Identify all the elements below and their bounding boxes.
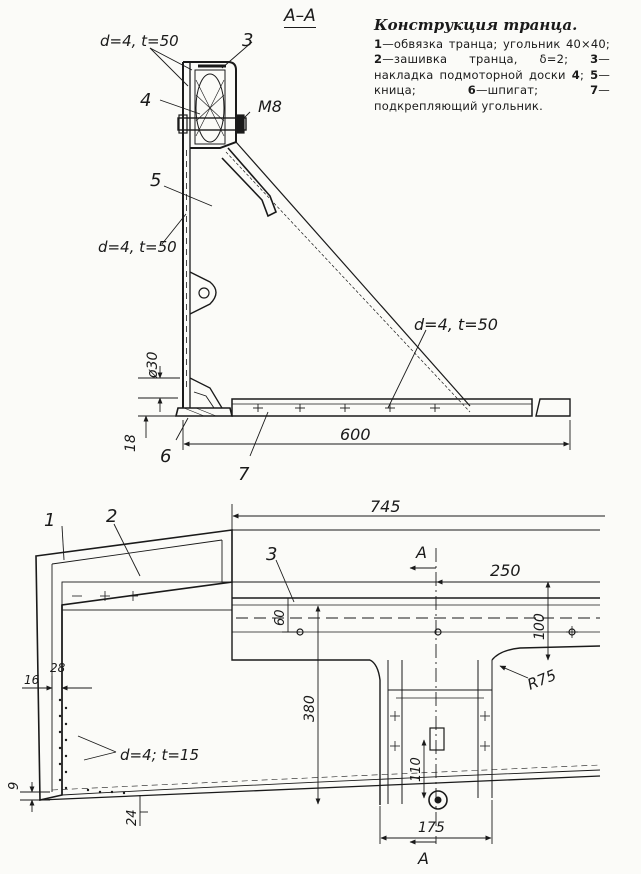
label-part-3: 3 bbox=[242, 30, 253, 51]
dim-250-label: 250 bbox=[490, 561, 521, 580]
caption-item-3-num: 3 bbox=[590, 52, 599, 66]
m8-bolt bbox=[177, 114, 247, 134]
section-view: d=4, t=50 3 4 M8 5 d=4, t=50 d=4, t=50 6… bbox=[98, 30, 571, 485]
section-label-a-a: А–А bbox=[284, 6, 316, 28]
label-part-1: 1 bbox=[44, 510, 55, 531]
reinforcing-angle bbox=[231, 398, 571, 417]
dim-9-label: 9 bbox=[7, 782, 22, 790]
figure-caption: Конструкция транца. 1—обвязка транца; уг… bbox=[374, 16, 610, 115]
dim-hole-18 bbox=[138, 366, 180, 438]
transom-wall bbox=[182, 62, 191, 408]
label-part-2: 2 bbox=[106, 506, 117, 527]
label-part-7: 7 bbox=[238, 464, 250, 485]
label-section-a-top: А bbox=[415, 543, 427, 562]
caption-item-2-text: —зашивка транца, δ=2; bbox=[382, 52, 569, 66]
caption-item-1-num: 1 bbox=[374, 36, 383, 51]
dim-60-label: 60 bbox=[273, 609, 288, 626]
label-rivets-top: d=4, t=50 bbox=[100, 32, 179, 50]
hull-bottom-lines bbox=[39, 605, 601, 801]
label-part-5: 5 bbox=[150, 170, 161, 191]
dim-380-label: 380 bbox=[302, 695, 318, 722]
dim-600 bbox=[182, 420, 571, 450]
motor-board-block bbox=[183, 61, 237, 149]
caption-item-7-num: 7 bbox=[590, 83, 599, 97]
wall-lug bbox=[189, 271, 217, 315]
dim-24-label: 24 bbox=[125, 809, 140, 826]
dim-175-label: 175 bbox=[418, 820, 445, 836]
r75-leader bbox=[499, 665, 529, 679]
dim-600-label: 600 bbox=[340, 425, 371, 444]
frame-rivets bbox=[58, 698, 126, 795]
caption-item-1-text: —обвязка транца; угольник 40×40; bbox=[382, 36, 610, 51]
plan-leaders bbox=[61, 523, 295, 761]
dim-hole-label: ø30 bbox=[145, 352, 161, 379]
caption-title: Конструкция транца. bbox=[374, 16, 578, 34]
section-line-a-a bbox=[409, 548, 437, 845]
dim-175 bbox=[379, 800, 493, 844]
dim-9-24 bbox=[20, 782, 148, 826]
dim-r75-label: R75 bbox=[525, 666, 559, 694]
caption-item-6-text: —шпигат; bbox=[475, 83, 539, 97]
dim-745-label: 745 bbox=[370, 497, 401, 516]
dim-745 bbox=[231, 504, 605, 530]
label-plan-rivets: d=4; t=15 bbox=[120, 746, 199, 764]
dim-28-label: 28 bbox=[50, 661, 66, 675]
caption-item-7-text: —подкрепляющий угольник. bbox=[374, 83, 610, 113]
dim-100-label: 100 bbox=[532, 613, 548, 640]
bracket-ribs bbox=[369, 645, 601, 810]
caption-item-6-num: 6 bbox=[467, 83, 476, 97]
label-rivets-side: d=4, t=50 bbox=[98, 238, 177, 256]
knee-bracket bbox=[221, 141, 471, 413]
dim-110-label: 110 bbox=[409, 757, 424, 782]
caption-item-5-text: —кница; bbox=[374, 67, 611, 98]
label-bolt-m8: M8 bbox=[258, 97, 282, 116]
plan-view: 1 2 3 А А d=4; t=15 745 250 60 100 16 28… bbox=[7, 497, 605, 868]
label-section-a-bottom: А bbox=[417, 849, 429, 868]
caption-item-4-text: ; bbox=[579, 67, 585, 82]
label-part-4: 4 bbox=[140, 90, 151, 111]
caption-item-3-text: —накладка подмоторной доски bbox=[374, 52, 610, 82]
dim-60 bbox=[282, 598, 300, 633]
dim-18-label: 18 bbox=[123, 434, 139, 452]
label-part-3-plan: 3 bbox=[266, 544, 277, 565]
scupper-corner bbox=[174, 377, 234, 417]
caption-item-2-num: 2 bbox=[374, 52, 383, 66]
caption-body: 1—обвязка транца; угольник 40×40; 2—заши… bbox=[374, 37, 610, 115]
caption-item-4-num: 4 bbox=[571, 67, 580, 82]
section-leaders bbox=[149, 41, 427, 457]
label-rivets-bottom: d=4, t=50 bbox=[414, 315, 498, 334]
dim-16-label: 16 bbox=[24, 673, 40, 687]
dim-16-28 bbox=[22, 676, 92, 700]
caption-item-5-num: 5 bbox=[590, 67, 599, 82]
label-part-6: 6 bbox=[160, 446, 171, 467]
